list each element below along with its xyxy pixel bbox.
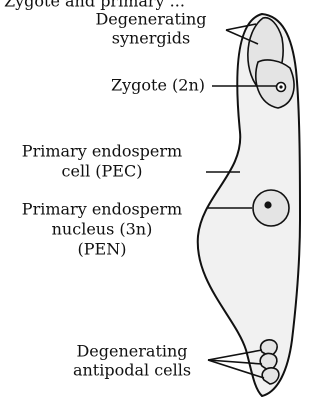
synergids-label-line1: Degenerating — [95, 10, 206, 29]
pen-label-line3: (PEN) — [78, 240, 127, 259]
pen-nucleus — [253, 190, 289, 226]
pen-nucleolus — [264, 201, 271, 208]
pen-label-line2: nucleus (3n) — [52, 220, 153, 239]
zygote-label: Zygote (2n) — [111, 76, 205, 95]
pec-label-line2: cell (PEC) — [62, 162, 143, 181]
zygote-nucleolus — [279, 85, 282, 88]
pec-label-line1: Primary endosperm — [22, 142, 182, 161]
pen-label-line1: Primary endosperm — [22, 200, 182, 219]
antipodal-label-line2: antipodal cells — [73, 361, 191, 380]
synergids-label-line2: synergids — [112, 29, 190, 48]
antipodal-label-line1: Degenerating — [76, 342, 187, 361]
